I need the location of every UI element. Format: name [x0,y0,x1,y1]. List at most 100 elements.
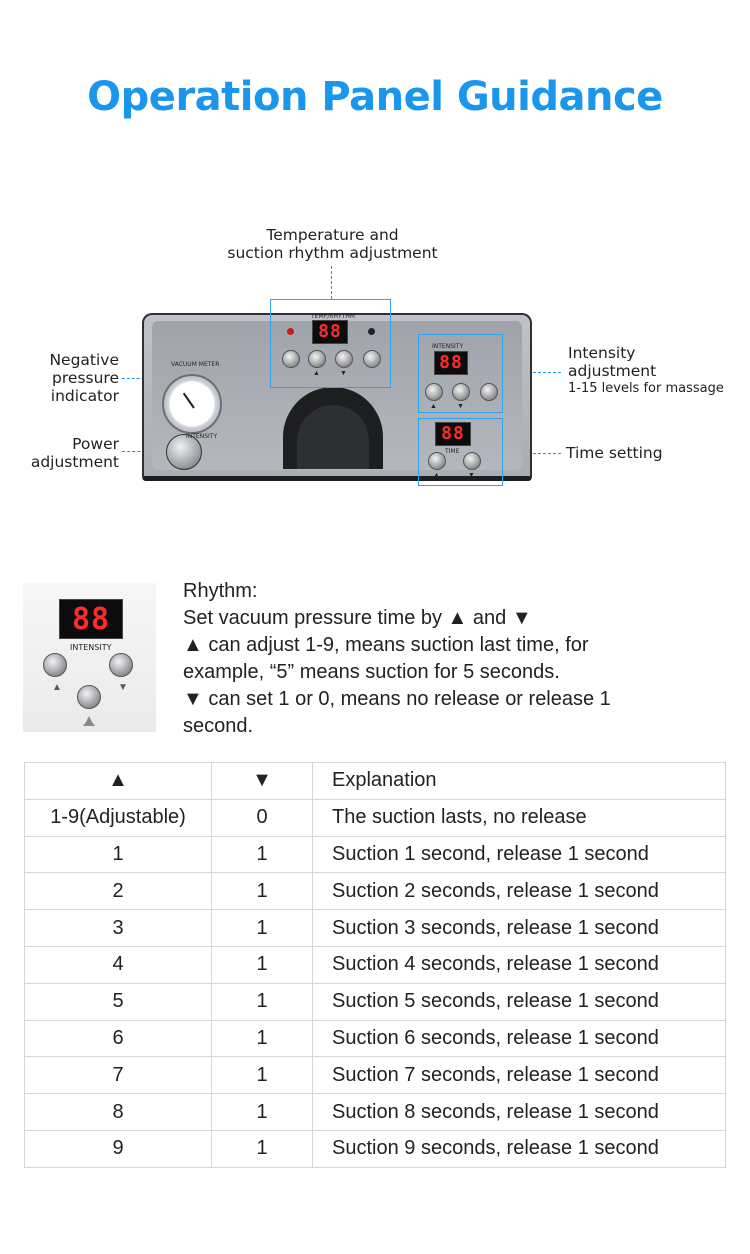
rhythm-heading: Rhythm: [183,580,258,602]
negative-annotation-line3: indicator [50,387,119,405]
intensity-up-button[interactable] [425,383,443,401]
header-explanation: Explanation [312,762,726,800]
rhythm-up-button[interactable] [308,350,326,368]
cell-up-value: 6 [24,1019,212,1058]
cell-down-value: 0 [211,798,313,837]
cell-down-value: 1 [211,945,313,984]
cell-explanation: Suction 2 seconds, release 1 second [312,872,726,911]
header-down-arrow: ▼ [211,762,313,800]
negative-annotation-line2: pressure [52,369,119,387]
cell-down-value: 1 [211,1093,313,1131]
table-row: 8 1 Suction 8 seconds, release 1 second [24,1093,726,1131]
closeup-down-button[interactable] [109,653,133,677]
power-annotation: Power adjustment [20,435,119,471]
cell-explanation: Suction 9 seconds, release 1 second [312,1129,726,1168]
table-row: 7 1 Suction 7 seconds, release 1 second [24,1056,726,1095]
cell-up-value: 2 [24,872,212,911]
status-indicator-led [368,328,375,335]
rhythm-up-arrow-icon: ▲ [313,370,320,377]
rhythm-line: second. [183,715,254,737]
intensity-display: 88 [434,351,468,375]
table-row: 6 1 Suction 6 seconds, release 1 second [24,1019,726,1058]
table-header-row: ▲ ▼ Explanation [24,762,726,800]
cell-explanation: Suction 7 seconds, release 1 second [312,1056,726,1095]
cell-up-value: 3 [24,909,212,947]
intensity-annotation-line1: Intensity [568,344,636,362]
cell-explanation: Suction 5 seconds, release 1 second [312,982,726,1021]
intensity-annotation-sub: 1-15 levels for massage [568,381,724,396]
time-label: TIME [445,448,460,455]
temperature-annotation: Temperature and suction rhythm adjustmen… [200,226,465,262]
cell-up-value: 7 [24,1056,212,1095]
negative-pressure-gauge [162,374,222,434]
rhythm-line: example, “5” means suction for 5 seconds… [183,661,560,683]
header-up-arrow: ▲ [24,762,212,800]
rhythm-down-arrow-icon: ▼ [340,370,347,377]
closeup-intensity-label: INTENSITY [70,643,112,652]
temperature-highlight-box [270,299,391,388]
intensity-control-closeup: 88 INTENSITY ▲ ▼ [23,583,156,732]
time-down-button[interactable] [463,452,481,470]
intensity-down-button[interactable] [452,383,470,401]
cell-explanation: The suction lasts, no release [312,798,726,837]
rhythm-line: ▼ can set 1 or 0, means no release or re… [183,688,611,710]
cell-explanation: Suction 8 seconds, release 1 second [312,1093,726,1131]
table-row: 1-9(Adjustable) 0 The suction lasts, no … [24,798,726,837]
time-up-arrow-icon: ▲ [433,472,440,479]
cell-down-value: 1 [211,982,313,1021]
massage-mode-button[interactable] [480,383,498,401]
closeup-mode-button[interactable] [77,685,101,709]
temp-rhythm-display: 88 [312,320,348,344]
temp-button-1[interactable] [282,350,300,368]
cell-up-value: 5 [24,982,212,1021]
closeup-up-button[interactable] [43,653,67,677]
cell-explanation: Suction 1 second, release 1 second [312,835,726,874]
heating-indicator-led [287,328,294,335]
time-setting-annotation: Time setting [566,444,663,462]
temperature-leader-line [331,266,332,299]
intensity-leader-line [503,372,561,373]
power-annotation-line1: Power [72,435,119,453]
gauge-needle [182,392,195,409]
temperature-annotation-line1: Temperature and [266,226,399,244]
temperature-annotation-line2: suction rhythm adjustment [227,244,438,262]
table-row: 5 1 Suction 5 seconds, release 1 second [24,982,726,1021]
closeup-up-arrow-icon: ▲ [52,682,62,693]
closeup-down-arrow-icon: ▼ [118,682,128,693]
table-row: 3 1 Suction 3 seconds, release 1 second [24,909,726,947]
cell-explanation: Suction 6 seconds, release 1 second [312,1019,726,1058]
rhythm-line: ▲ can adjust 1-9, means suction last tim… [183,634,589,656]
intensity-label: INTENSITY [432,343,464,350]
cell-explanation: Suction 3 seconds, release 1 second [312,909,726,947]
time-down-arrow-icon: ▼ [468,472,475,479]
table-row: 4 1 Suction 4 seconds, release 1 second [24,945,726,984]
power-knob[interactable] [166,434,202,470]
cell-up-value: 1 [24,835,212,874]
intensity-up-arrow-icon: ▲ [430,403,437,410]
time-highlight-box [418,418,503,486]
intensity-down-arrow-icon: ▼ [457,403,464,410]
massage-mode-icon [83,713,95,726]
page-title: Operation Panel Guidance [87,74,663,120]
cell-explanation: Suction 4 seconds, release 1 second [312,945,726,984]
rhythm-settings-table: ▲ ▼ Explanation 1-9(Adjustable) 0 The su… [24,762,726,1168]
time-leader-line [503,453,561,454]
cell-up-value: 4 [24,945,212,984]
cell-down-value: 1 [211,1019,313,1058]
time-up-button[interactable] [428,452,446,470]
negative-annotation-line1: Negative [49,351,119,369]
time-display: 88 [435,422,471,446]
vacuum-meter-label: VACUUM METER [171,361,220,368]
intensity-annotation: Intensity adjustment 1-15 levels for mas… [568,344,748,398]
intensity-annotation-line2: adjustment [568,362,657,380]
rhythm-description: Rhythm: Set vacuum pressure time by ▲ an… [183,578,723,740]
temp-button-2[interactable] [363,350,381,368]
intensity-highlight-box [418,334,503,413]
table-row: 2 1 Suction 2 seconds, release 1 second [24,872,726,911]
cell-down-value: 1 [211,835,313,874]
cell-up-value: 8 [24,1093,212,1131]
closeup-display: 88 [59,599,123,639]
temp-rhythm-label: TEMP/RHYTHM [311,313,355,320]
rhythm-down-button[interactable] [335,350,353,368]
rhythm-line: Set vacuum pressure time by ▲ and ▼ [183,607,532,629]
